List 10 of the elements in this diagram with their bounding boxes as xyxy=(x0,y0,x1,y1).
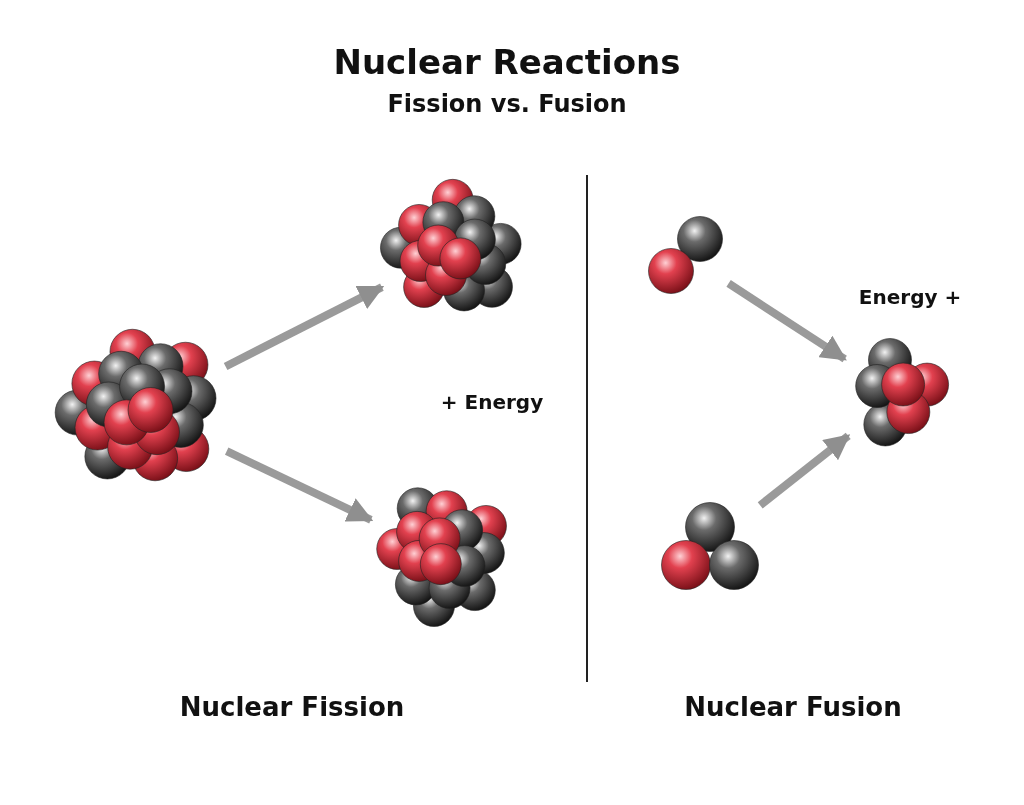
energy-label: + Energy xyxy=(440,390,544,414)
arrow xyxy=(223,283,385,371)
arrow xyxy=(726,280,847,363)
section-heading: Nuclear Fusion xyxy=(684,692,902,722)
title: Nuclear Reactions xyxy=(333,42,681,82)
subtitle: Fission vs. Fusion xyxy=(387,90,627,118)
section-heading: Nuclear Fission xyxy=(179,692,405,722)
arrow xyxy=(757,432,851,509)
arrow xyxy=(225,447,374,524)
energy-label: Energy + xyxy=(858,285,962,309)
